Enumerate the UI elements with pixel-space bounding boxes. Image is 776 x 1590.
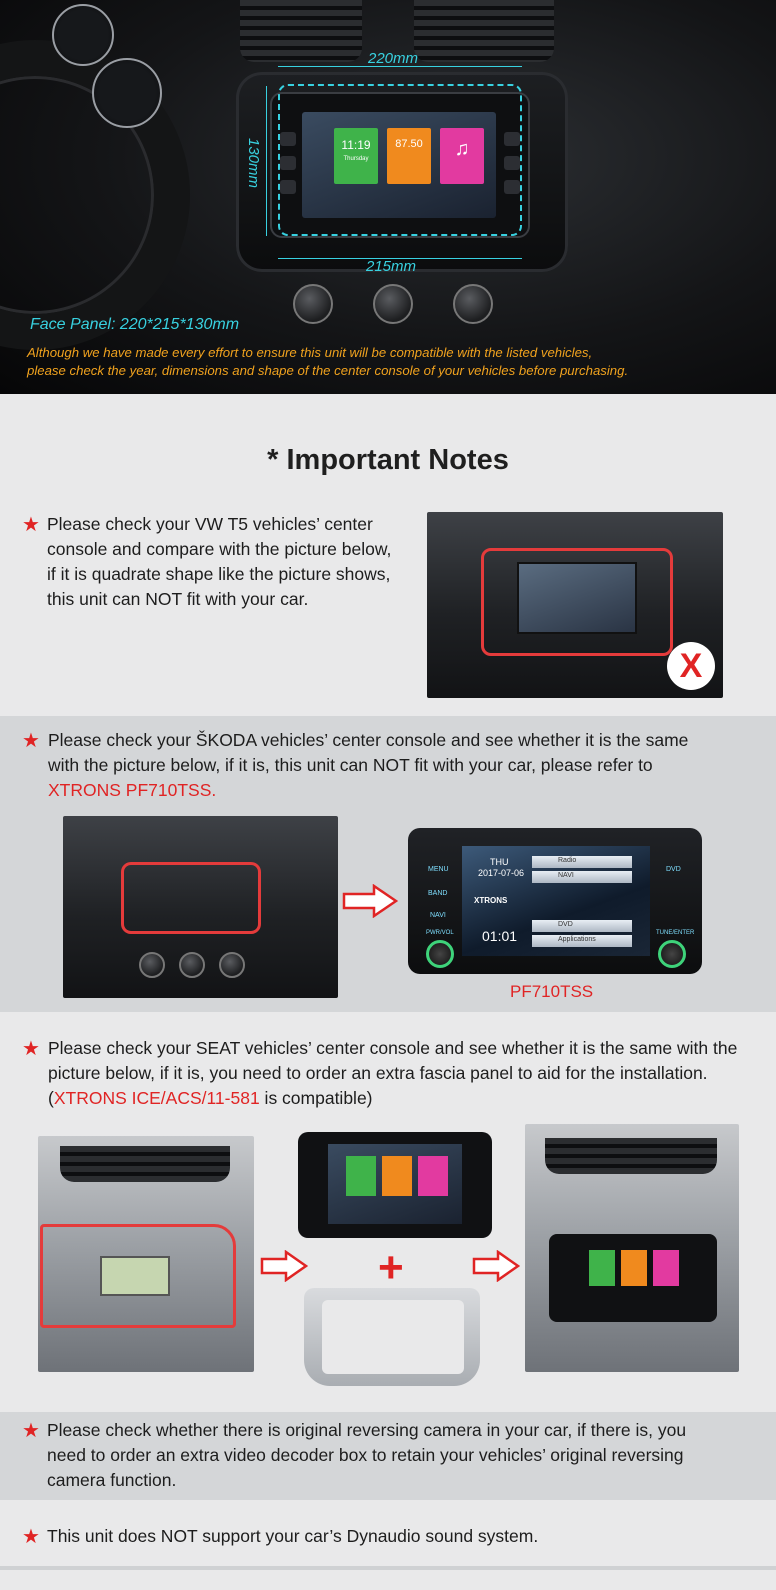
- console-outline: [481, 548, 673, 656]
- screen-day: Thursday: [343, 156, 369, 162]
- dimension-height: 130mm: [245, 138, 262, 189]
- clock-tile: [589, 1250, 615, 1286]
- note-reversing-camera: Please check whether there is original r…: [47, 1420, 687, 1490]
- side-button: [280, 132, 296, 146]
- gauge-right: [92, 58, 162, 128]
- seat-installed-photo: [525, 1124, 739, 1372]
- menu-bar-dvd: DVD: [532, 920, 632, 932]
- side-button: [504, 180, 520, 194]
- arrow-right-icon: [260, 1250, 308, 1282]
- dvd-button-label: DVD: [666, 866, 681, 873]
- air-vent: [545, 1138, 717, 1174]
- arrow-right-icon: [472, 1250, 520, 1282]
- volume-knob: [426, 940, 454, 968]
- air-vent-right: [414, 0, 554, 62]
- dimension-line-bottom: [278, 258, 522, 259]
- star-icon: ★: [22, 1038, 40, 1060]
- screen-time: 11:19: [341, 138, 371, 152]
- screen-date: 2017-07-06: [478, 868, 525, 878]
- knob-right: [453, 284, 493, 324]
- console-screen: [517, 562, 637, 634]
- navi-button-label: NAVI: [430, 912, 446, 919]
- clock-tile: [346, 1156, 376, 1196]
- music-tile: [653, 1250, 679, 1286]
- pf710tss-link[interactable]: XTRONS PF710TSS.: [48, 780, 217, 800]
- note-vw-t5: Please check your VW T5 vehicles’ center…: [47, 514, 392, 609]
- console-knob: [139, 952, 165, 978]
- music-tile: [418, 1156, 448, 1196]
- dimension-line-side: [266, 86, 267, 236]
- disclaimer-line-1: Although we have made every effort to en…: [27, 345, 593, 360]
- pf710tss-caption: PF710TSS: [510, 982, 594, 1001]
- menu-dvd-label: DVD: [558, 921, 573, 928]
- hero-dashboard-image: 11:19 Thursday 87.50 ♫ 220mm 215mm 130mm…: [0, 0, 776, 394]
- star-icon: ★: [22, 730, 40, 752]
- knob-center: [373, 284, 413, 324]
- face-panel-size: Face Panel: 220*215*130mm: [30, 316, 240, 333]
- disclaimer-line-2: please check the year, dimensions and sh…: [27, 363, 629, 378]
- menu-bar-navi: NAVI: [532, 871, 632, 883]
- pwr-button-label: PWR/VOL: [426, 930, 454, 936]
- screen-brand: XTRONS: [474, 896, 508, 905]
- console-knob: [219, 952, 245, 978]
- screen-day: THU: [490, 857, 509, 867]
- not-compatible-x-icon: X: [667, 642, 715, 690]
- menu-navi-label: NAVI: [558, 872, 574, 879]
- note-skoda-text: Please check your ŠKODA vehicles’ center…: [48, 730, 689, 775]
- music-note-icon: ♫: [454, 138, 470, 160]
- console-knob: [179, 952, 205, 978]
- dimension-width-bottom: 215mm: [366, 258, 417, 275]
- menu-button-label: MENU: [428, 866, 449, 873]
- fascia-panel-opening: [322, 1300, 464, 1374]
- dimension-line-top: [278, 66, 522, 67]
- note-skoda: Please check your ŠKODA vehicles’ center…: [48, 728, 698, 803]
- air-vent: [60, 1146, 230, 1182]
- important-notes-title: * Important Notes: [267, 444, 509, 476]
- menu-bar-radio: Radio: [532, 856, 632, 868]
- air-vent-left: [240, 0, 362, 62]
- skoda-console-photo: [63, 816, 338, 998]
- music-tile: ♫: [440, 128, 484, 184]
- gauge-left: [52, 4, 114, 66]
- seat-console-photo: [38, 1136, 254, 1372]
- note-seat: Please check your SEAT vehicles’ center …: [48, 1036, 748, 1111]
- star-icon: ★: [22, 514, 40, 536]
- menu-bar-apps: Applications: [532, 935, 632, 947]
- arrow-right-icon: [342, 884, 398, 918]
- note-seat-text-end: is compatible): [259, 1088, 373, 1108]
- plus-icon: +: [378, 1243, 404, 1292]
- menu-apps-label: Applications: [558, 936, 596, 943]
- clock-tile: 11:19 Thursday: [334, 128, 378, 184]
- side-button: [280, 180, 296, 194]
- menu-radio-label: Radio: [558, 857, 577, 864]
- camera-note-band: [0, 1412, 776, 1500]
- fascia-panel-link[interactable]: XTRONS ICE/ACS/11-581: [53, 1088, 260, 1108]
- vw-t5-console-photo: X: [427, 512, 723, 698]
- side-button: [504, 132, 520, 146]
- dimension-outline: [278, 84, 522, 236]
- xtrons-unit-photo: [298, 1132, 492, 1238]
- knob-left: [293, 284, 333, 324]
- console-outline: [121, 862, 261, 934]
- dimension-width-top: 220mm: [368, 50, 419, 67]
- star-icon: ★: [22, 1420, 40, 1442]
- note-seat-text: Please check your SEAT vehicles’ center …: [48, 1038, 738, 1108]
- screen-frequency: 87.50: [395, 138, 423, 150]
- note-dynaudio: This unit does NOT support your car’s Dy…: [47, 1526, 539, 1546]
- star-icon: ★: [22, 1526, 40, 1548]
- radio-tile: [621, 1250, 647, 1286]
- radio-display: [100, 1256, 170, 1296]
- compatibility-disclaimer: Although we have made every effort to en…: [27, 344, 747, 380]
- radio-tile: 87.50: [387, 128, 431, 184]
- bottom-divider: [0, 1566, 776, 1590]
- installed-unit: [549, 1234, 717, 1322]
- side-button: [280, 156, 296, 170]
- tune-button-label: TUNE/ENTER: [656, 930, 695, 936]
- screen-clock: 01:01: [482, 928, 518, 944]
- radio-tile: [382, 1156, 412, 1196]
- console-outline: [40, 1224, 236, 1328]
- band-button-label: BAND: [428, 890, 448, 897]
- side-button: [504, 156, 520, 170]
- tune-knob: [658, 940, 686, 968]
